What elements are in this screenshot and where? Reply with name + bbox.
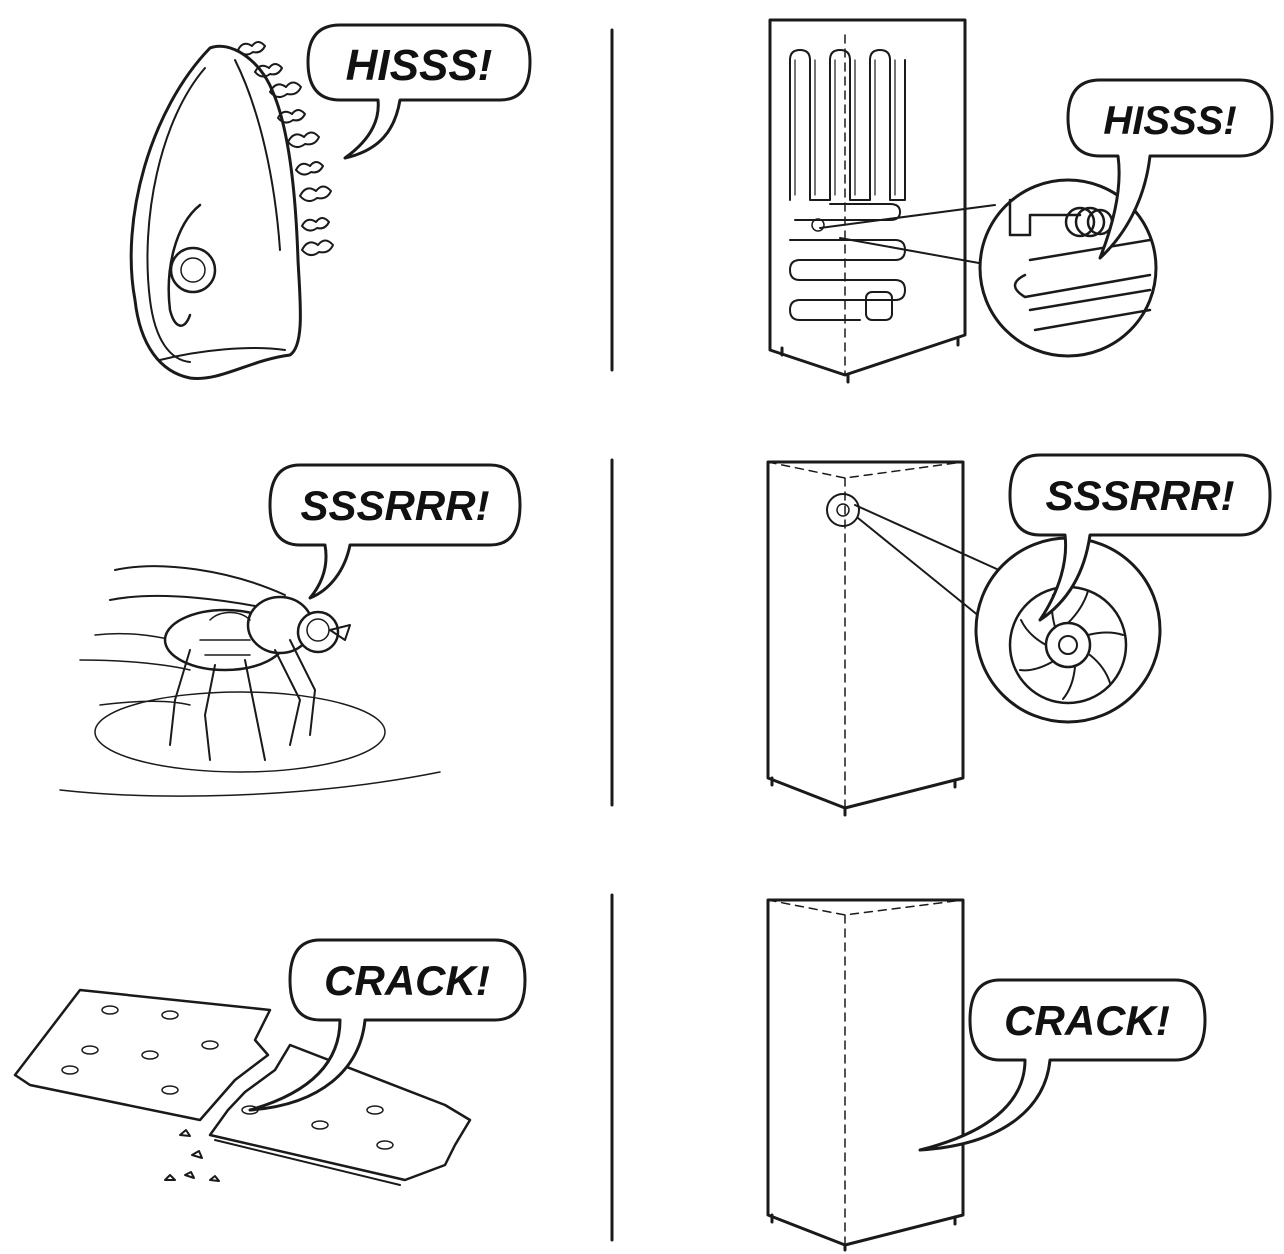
speech-bubble-cabinet bbox=[918, 978, 1207, 1152]
refrigerator-back-coils-icon bbox=[768, 18, 967, 384]
fly-shadow-icon bbox=[59, 691, 441, 797]
speech-bubble-cracker bbox=[248, 938, 527, 1112]
speech-bubble-coils bbox=[1066, 78, 1274, 260]
refrigerator-cabinet-icon bbox=[766, 898, 965, 1252]
speech-bubble-fly bbox=[268, 463, 522, 600]
steam-iron-icon bbox=[129, 44, 302, 380]
steam-puffs-icon bbox=[237, 41, 334, 256]
speech-bubble-fan bbox=[1008, 453, 1272, 622]
bubble-text-cabinet: CRACK! bbox=[1004, 997, 1170, 1044]
fly-icon bbox=[79, 565, 351, 761]
bubble-text-fan: SSSRRR! bbox=[1045, 472, 1234, 519]
speech-bubble-iron bbox=[306, 23, 532, 160]
bubble-text-fly: SSSRRR! bbox=[300, 482, 489, 529]
cracker-left-piece-icon bbox=[13, 988, 272, 1122]
bubble-text-coils: HISSS! bbox=[1103, 99, 1236, 143]
cracker-crumbs-icon bbox=[164, 1129, 220, 1182]
refrigerator-fan-cabinet-icon bbox=[766, 460, 965, 817]
bubble-text-iron: HISSS! bbox=[346, 41, 493, 90]
cracker-right-piece-icon bbox=[208, 1043, 472, 1186]
bubble-text-cracker: CRACK! bbox=[324, 957, 490, 1004]
magnified-fan-detail bbox=[854, 504, 1162, 724]
